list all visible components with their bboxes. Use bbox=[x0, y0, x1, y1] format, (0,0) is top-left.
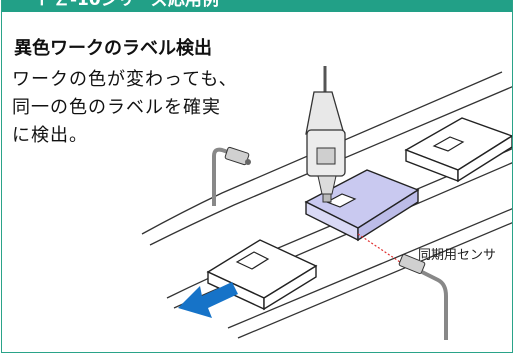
description-line: ワークの色が変わっても、 bbox=[12, 69, 238, 90]
description-line: に検出。 bbox=[12, 125, 88, 146]
label-target bbox=[325, 193, 357, 208]
sync-sensor bbox=[398, 254, 448, 340]
work-piece-far bbox=[404, 117, 512, 183]
left-sensor bbox=[212, 146, 251, 206]
sensor-beam bbox=[357, 233, 407, 267]
panel-title: ＦＺ-10シリーズ応用例 bbox=[36, 0, 219, 10]
label-far bbox=[432, 136, 465, 152]
work-piece-target bbox=[304, 169, 420, 242]
sync-sensor-label: 同期用センサ bbox=[418, 248, 497, 263]
label-near bbox=[235, 251, 270, 270]
example-heading: 異色ワークのラベル検出 bbox=[14, 38, 212, 59]
description-line: 同一の色のラベルを確実 bbox=[12, 97, 221, 118]
panel-header bbox=[2, 0, 512, 12]
flow-arrow bbox=[178, 282, 238, 318]
camera-head bbox=[305, 66, 346, 203]
example-description: ワークの色が変わっても、 同一の色のラベルを確実 に検出。 bbox=[12, 66, 302, 150]
